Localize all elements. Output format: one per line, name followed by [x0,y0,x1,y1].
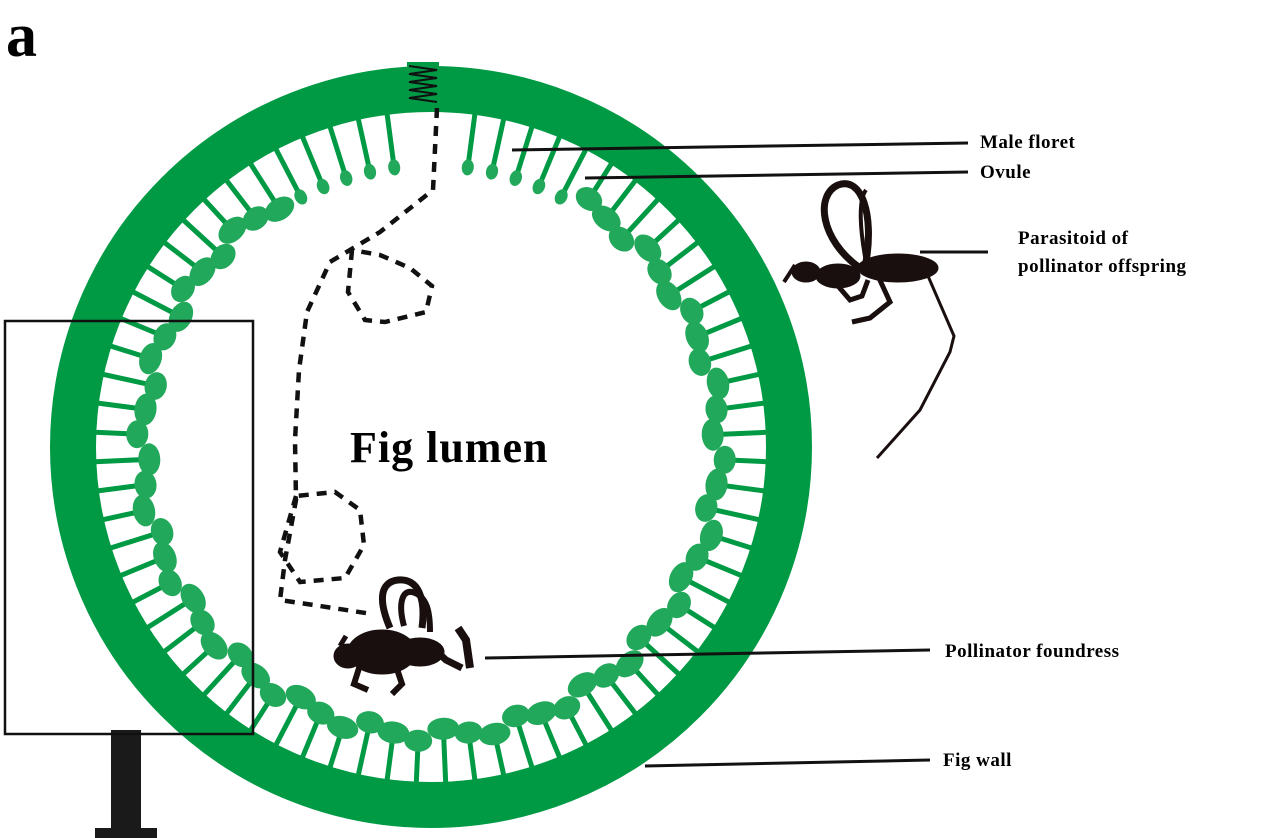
path-loop-top [348,250,432,322]
male-floret-head [530,177,547,196]
leader-fig-wall [645,760,930,766]
male-floret-head [484,163,499,181]
stand-post [111,730,141,838]
male-floret-head [387,159,401,176]
label-ovule: Ovule [980,162,1031,183]
label-fig-wall: Fig wall [943,750,1012,771]
panel-letter: a [6,2,37,70]
male-floret-head [461,159,475,176]
male-floret-head [508,169,524,188]
path-loop-bottom [280,492,364,582]
ovule [138,443,161,476]
stand-base [95,828,157,838]
label-parasitoid-line1: Parasitoid of [1018,228,1129,249]
ovule [701,418,724,451]
ostiole [407,62,439,106]
pollinator-foundress-wasp [334,580,470,694]
male-floret-head [338,169,354,188]
ovule [427,717,460,740]
label-parasitoid-line2: pollinator offspring [1018,256,1187,277]
pollinator-path [280,108,437,614]
fig-lumen-label: Fig lumen [350,423,548,472]
male-floret-head [362,163,377,181]
label-male-floret: Male floret [980,132,1076,153]
male-floret-head [314,177,331,196]
label-pollinator-foundress: Pollinator foundress [945,641,1120,662]
